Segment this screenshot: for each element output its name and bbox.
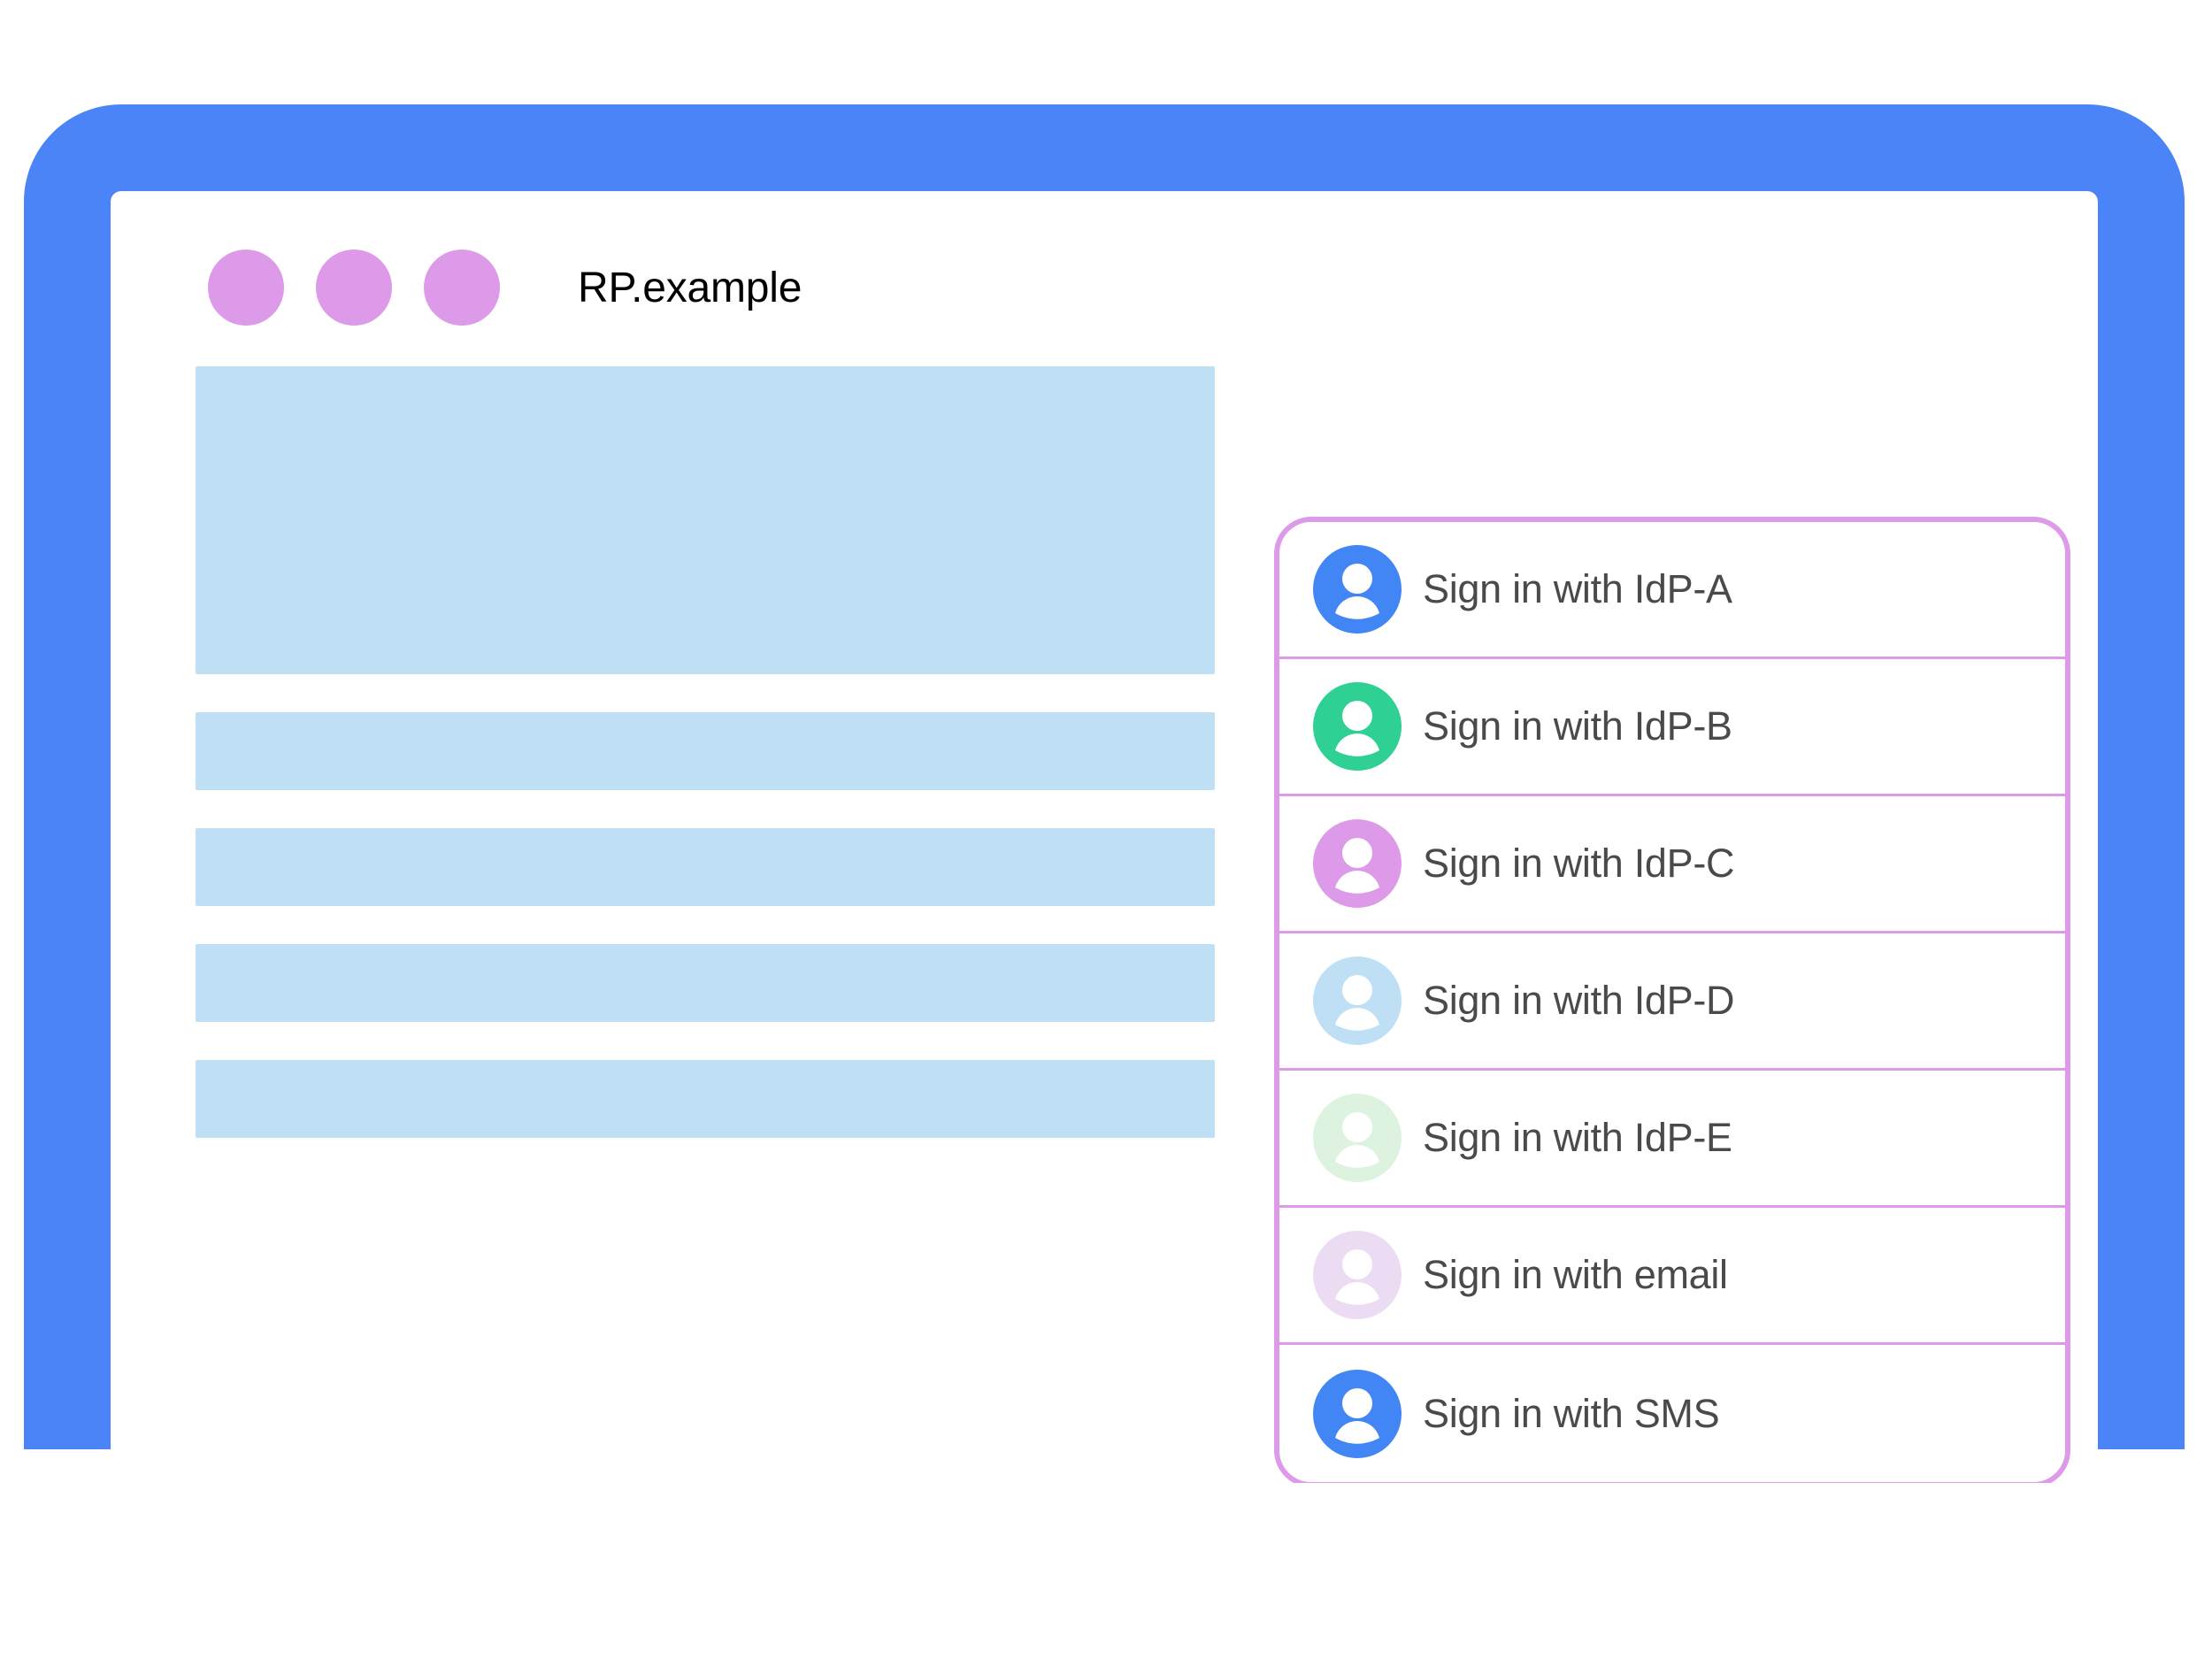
browser-screen: RP.example Sign in with IdP-A: [111, 191, 2098, 1483]
avatar-icon: [1313, 956, 1402, 1045]
device-bezel: [24, 104, 2185, 1449]
avatar-icon: [1313, 545, 1402, 634]
signin-option-idp-a[interactable]: Sign in with IdP-A: [1279, 522, 2065, 659]
signin-option-label: Sign in with IdP-D: [1423, 978, 1735, 1023]
avatar-icon: [1313, 1094, 1402, 1182]
page-title: RP.example: [578, 264, 803, 311]
device-frame: RP.example Sign in with IdP-A: [24, 104, 2185, 1551]
page-content-placeholders: [196, 366, 1215, 1176]
avatar-icon: [1313, 819, 1402, 908]
signin-option-idp-c[interactable]: Sign in with IdP-C: [1279, 796, 2065, 933]
text-bar-placeholder-4: [196, 1060, 1215, 1138]
hero-placeholder: [196, 366, 1215, 674]
signin-option-email[interactable]: Sign in with email: [1279, 1208, 2065, 1345]
signin-option-label: Sign in with SMS: [1423, 1390, 1720, 1436]
avatar-icon: [1313, 682, 1402, 771]
text-bar-placeholder-3: [196, 944, 1215, 1022]
text-bar-placeholder-1: [196, 712, 1215, 790]
signin-option-label: Sign in with IdP-C: [1423, 841, 1735, 886]
window-dot-icon-3[interactable]: [424, 250, 500, 326]
browser-title-bar: RP.example: [208, 250, 802, 326]
window-dot-icon-1[interactable]: [208, 250, 284, 326]
signin-option-idp-d[interactable]: Sign in with IdP-D: [1279, 933, 2065, 1071]
signin-option-idp-b[interactable]: Sign in with IdP-B: [1279, 659, 2065, 796]
text-bar-placeholder-2: [196, 828, 1215, 906]
signin-option-label: Sign in with IdP-B: [1423, 703, 1732, 749]
avatar-icon: [1313, 1369, 1402, 1458]
signin-option-idp-e[interactable]: Sign in with IdP-E: [1279, 1071, 2065, 1208]
signin-option-label: Sign in with email: [1423, 1252, 1728, 1297]
signin-option-label: Sign in with IdP-A: [1423, 566, 1732, 611]
signin-option-sms[interactable]: Sign in with SMS: [1279, 1345, 2065, 1482]
window-dot-icon-2[interactable]: [316, 250, 392, 326]
avatar-icon: [1313, 1231, 1402, 1319]
account-chooser-panel: Sign in with IdP-A Sign in with IdP-B: [1274, 517, 2070, 1483]
signin-option-label: Sign in with IdP-E: [1423, 1115, 1732, 1160]
